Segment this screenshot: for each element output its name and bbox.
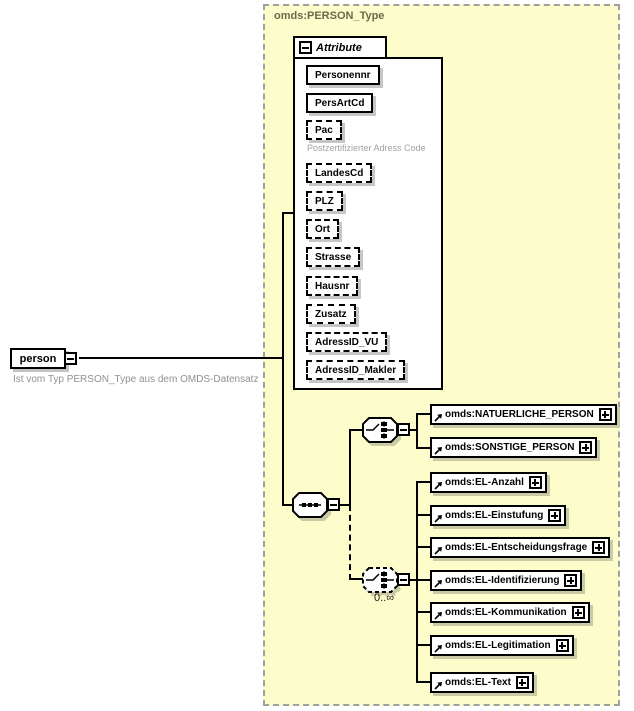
attribute-adressid-makler[interactable]: AdressID_Makler bbox=[306, 360, 406, 380]
connector-line bbox=[410, 579, 418, 581]
expand-icon[interactable] bbox=[515, 676, 529, 689]
attributes-tab[interactable]: Attribute bbox=[293, 36, 387, 57]
reference-arrow-icon bbox=[434, 482, 442, 490]
element-label: omds:EL-Identifizierung bbox=[445, 575, 560, 586]
reference-arrow-icon bbox=[434, 447, 442, 455]
attribute-label: LandesCd bbox=[315, 167, 364, 179]
connector-line bbox=[416, 481, 418, 683]
attribute-pac-annotation: Postzertifizierter Adress Code bbox=[307, 143, 426, 153]
connector-line bbox=[416, 413, 418, 449]
reference-arrow-icon bbox=[434, 515, 442, 523]
reference-arrow-icon bbox=[434, 547, 442, 555]
connector-line bbox=[410, 429, 418, 431]
connector-line bbox=[284, 504, 293, 506]
reference-arrow-icon bbox=[434, 645, 442, 653]
connector-line bbox=[418, 579, 430, 581]
sequence-glyph bbox=[292, 492, 328, 518]
attribute-label: Pac bbox=[315, 124, 333, 136]
expand-icon[interactable] bbox=[555, 639, 569, 652]
collapse-icon[interactable] bbox=[327, 498, 340, 511]
expand-icon[interactable] bbox=[579, 441, 593, 454]
connector-line bbox=[349, 429, 351, 506]
collapse-icon[interactable] bbox=[397, 423, 410, 436]
attribute-hausnr[interactable]: Hausnr bbox=[306, 276, 359, 296]
connector-line bbox=[79, 357, 283, 359]
expand-icon[interactable] bbox=[592, 541, 606, 554]
connector-line bbox=[418, 546, 430, 548]
connector-line bbox=[418, 681, 430, 683]
attribute-label: Personennr bbox=[315, 69, 371, 81]
reference-arrow-icon bbox=[434, 612, 442, 620]
element-el-anzahl[interactable]: omds:EL-Anzahl bbox=[430, 472, 547, 493]
reference-arrow-icon bbox=[434, 414, 442, 422]
collapse-icon[interactable] bbox=[299, 41, 312, 54]
element-el-identifizierung[interactable]: omds:EL-Identifizierung bbox=[430, 570, 583, 591]
reference-arrow-icon bbox=[434, 682, 442, 690]
connector-line bbox=[282, 212, 284, 506]
element-label: omds:EL-Anzahl bbox=[445, 477, 524, 488]
element-label: omds:EL-Legitimation bbox=[445, 640, 551, 651]
element-label: omds:SONSTIGE_PERSON bbox=[445, 442, 575, 453]
connector-line bbox=[418, 481, 430, 483]
occurs-label: 0..∞ bbox=[374, 592, 395, 604]
attribute-ort[interactable]: Ort bbox=[306, 219, 339, 239]
attribute-label: Hausnr bbox=[315, 280, 350, 292]
element-label: omds:EL-Text bbox=[445, 677, 511, 688]
connector-line bbox=[418, 413, 430, 415]
expand-icon[interactable] bbox=[571, 606, 585, 619]
collapse-icon[interactable] bbox=[397, 573, 410, 586]
attribute-label: PLZ bbox=[315, 195, 334, 207]
connector-line bbox=[418, 611, 430, 613]
attribute-label: Zusatz bbox=[315, 308, 347, 320]
element-el-entscheidungsfrage[interactable]: omds:EL-Entscheidungsfrage bbox=[430, 537, 611, 558]
attribute-label: Ort bbox=[315, 223, 330, 235]
attributes-header-label: Attribute bbox=[316, 41, 362, 54]
attribute-strasse[interactable]: Strasse bbox=[306, 247, 361, 267]
connector-line bbox=[418, 447, 430, 449]
attribute-adressid-vu[interactable]: AdressID_VU bbox=[306, 332, 388, 352]
element-label: omds:EL-Kommunikation bbox=[445, 607, 567, 618]
expand-icon[interactable] bbox=[598, 408, 612, 421]
element-person-label: person bbox=[19, 352, 57, 365]
choice-glyph bbox=[362, 417, 398, 443]
expand-icon[interactable] bbox=[528, 476, 542, 489]
attribute-label: AdressID_VU bbox=[315, 336, 379, 348]
attribute-plz[interactable]: PLZ bbox=[306, 191, 343, 211]
connector-line bbox=[351, 429, 363, 431]
choice-icon[interactable] bbox=[361, 416, 399, 444]
attribute-personennr[interactable]: Personennr bbox=[306, 65, 380, 85]
connector-line bbox=[340, 504, 351, 506]
connector-line-dashed bbox=[351, 578, 363, 580]
connector-line bbox=[418, 644, 430, 646]
choice-icon-optional[interactable] bbox=[361, 566, 399, 594]
attribute-pac[interactable]: Pac bbox=[306, 120, 342, 140]
element-person-annotation: Ist vom Typ PERSON_Type aus dem OMDS-Dat… bbox=[13, 374, 259, 385]
element-el-kommunikation[interactable]: omds:EL-Kommunikation bbox=[430, 602, 590, 623]
collapse-icon[interactable] bbox=[64, 352, 77, 365]
reference-arrow-icon bbox=[434, 580, 442, 588]
element-sonstige-person[interactable]: omds:SONSTIGE_PERSON bbox=[430, 437, 598, 458]
expand-icon[interactable] bbox=[548, 509, 562, 522]
attribute-landescd[interactable]: LandesCd bbox=[306, 163, 373, 183]
attribute-label: Strasse bbox=[315, 251, 352, 263]
element-person[interactable]: person bbox=[10, 348, 77, 369]
connector-line bbox=[284, 212, 293, 214]
connector-line bbox=[418, 514, 430, 516]
choice-glyph bbox=[362, 567, 398, 593]
expand-icon[interactable] bbox=[564, 574, 578, 587]
element-el-legitimation[interactable]: omds:EL-Legitimation bbox=[430, 635, 574, 656]
attribute-label: AdressID_Makler bbox=[315, 364, 397, 376]
attribute-label: PersArtCd bbox=[315, 97, 365, 109]
attribute-zusatz[interactable]: Zusatz bbox=[306, 304, 356, 324]
element-natuerliche-person[interactable]: omds:NATUERLICHE_PERSON bbox=[430, 404, 617, 425]
element-label: omds:EL-Einstufung bbox=[445, 510, 544, 521]
connector-line-dashed bbox=[349, 505, 351, 580]
element-label: omds:NATUERLICHE_PERSON bbox=[445, 409, 594, 420]
element-el-text[interactable]: omds:EL-Text bbox=[430, 672, 534, 693]
attribute-persartcd[interactable]: PersArtCd bbox=[306, 93, 374, 113]
complex-type-title: omds:PERSON_Type bbox=[274, 10, 385, 22]
sequence-icon[interactable] bbox=[291, 491, 329, 519]
element-label: omds:EL-Entscheidungsfrage bbox=[445, 542, 588, 553]
element-el-einstufung[interactable]: omds:EL-Einstufung bbox=[430, 505, 567, 526]
